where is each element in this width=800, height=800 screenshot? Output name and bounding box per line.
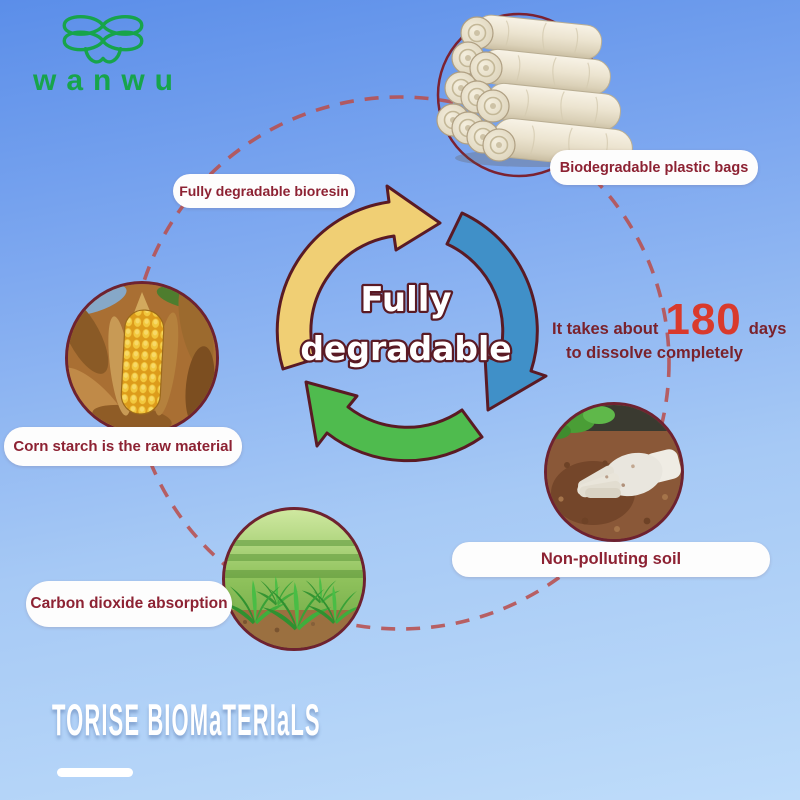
dissolve-days-number: 180 xyxy=(665,295,742,344)
callout-bioresin: Fully degradable bioresin xyxy=(173,174,355,208)
callout-co2-absorption: Carbon dioxide absorption xyxy=(26,581,232,627)
callout-corn-starch: Corn starch is the raw material xyxy=(4,427,242,466)
callout-co2-label: Carbon dioxide absorption xyxy=(30,595,228,612)
callout-plastic-bags: Biodegradable plastic bags xyxy=(550,150,758,185)
wanwu-knot-icon xyxy=(62,15,144,64)
dissolve-prefix: It takes about xyxy=(552,320,659,338)
recycle-arrow-green xyxy=(304,380,484,463)
recycle-arrow-blue xyxy=(445,211,548,412)
footer-underline xyxy=(57,768,133,777)
callout-corn-starch-label: Corn starch is the raw material xyxy=(13,438,233,455)
dissolve-unit: days xyxy=(748,320,787,338)
recycle-arrow-yellow xyxy=(275,184,442,371)
callout-plastic-bags-label: Biodegradable plastic bags xyxy=(559,159,749,176)
cycle-title: Fully degradable xyxy=(298,278,514,371)
dissolve-duration-text: It takes about 180 days to dissolve comp… xyxy=(552,298,786,363)
footer-wordmark: TORISE BIOMaTERIaLS xyxy=(52,696,321,746)
callout-bioresin-label: Fully degradable bioresin xyxy=(179,183,349,199)
callout-non-polluting-soil: Non-polluting soil xyxy=(452,542,770,577)
dissolve-line2: to dissolve completely xyxy=(566,344,743,362)
cycle-title-line2: degradable xyxy=(300,329,511,368)
soil-hand-photo xyxy=(544,402,684,542)
brand-wordmark: wanwu xyxy=(32,64,183,97)
callout-soil-label: Non-polluting soil xyxy=(540,550,682,568)
cycle-title-line1: Fully xyxy=(360,280,451,320)
